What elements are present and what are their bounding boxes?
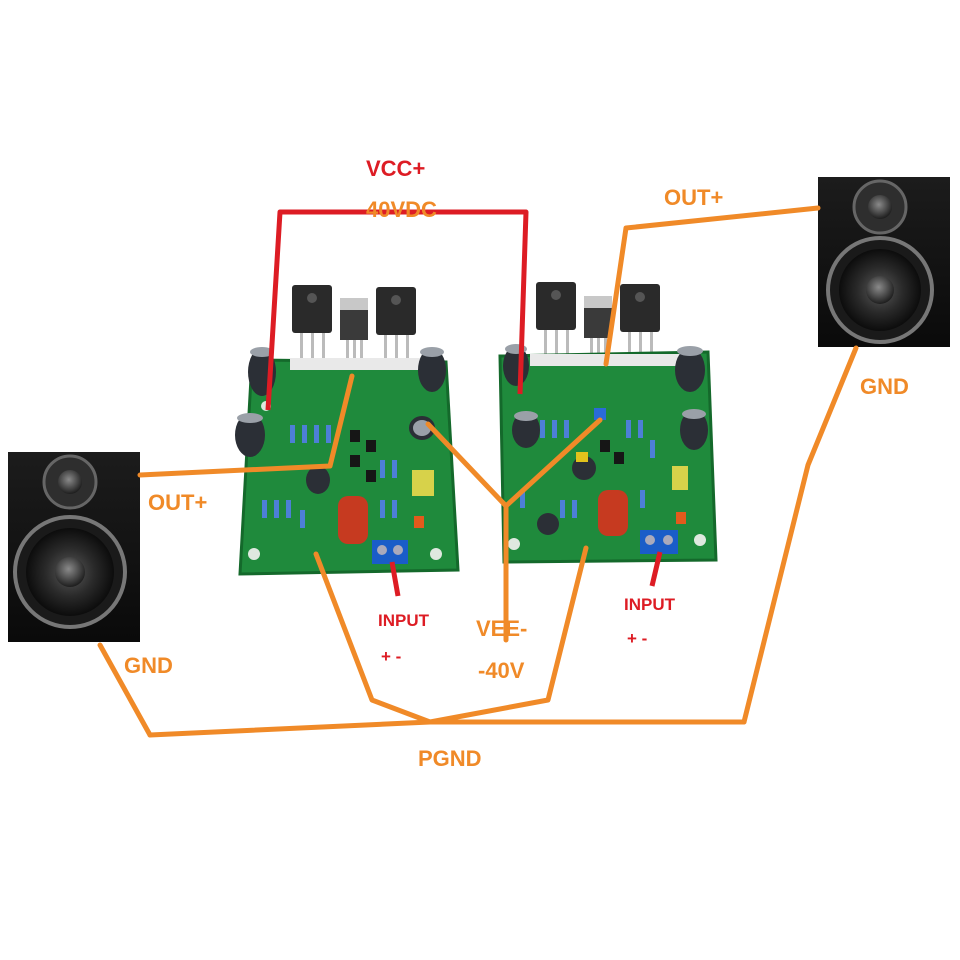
power-transistor-icon [620,284,660,360]
driver-transistor-icon [584,296,612,360]
input-terminal-icon [640,530,678,554]
pgnd-label: PGND [418,746,482,771]
speaker-left [8,452,140,642]
power-transistor-icon [536,282,576,358]
woofer-icon [826,236,934,344]
tweeter-icon [852,179,908,235]
input-right-polarity: + - [627,629,648,648]
out-right-label: OUT+ [664,185,724,210]
speaker-right [818,177,950,347]
electrolytic-capacitor-icon [306,466,330,494]
amplifier-board-left [235,285,460,576]
vee-label: VEE- [476,616,528,641]
out-left-wire [137,373,355,478]
electrolytic-capacitor-icon [537,513,559,535]
gnd-right-label: GND [860,374,909,399]
film-capacitor-icon [338,496,368,544]
board-left-gnd-wire [313,551,433,725]
pgnd-wire [147,719,747,738]
electrolytic-capacitor-icon [675,346,705,392]
power-transistor-icon [292,285,332,363]
electrolytic-capacitor-icon [503,344,529,386]
input-terminal-icon [372,540,408,564]
electrolytic-capacitor-icon [680,409,708,450]
input-left-polarity: + - [381,647,402,666]
vee-voltage-label: -40V [478,658,525,683]
vcc-wire [265,209,529,411]
tweeter-icon [42,454,98,510]
board-right-gnd-wire [427,545,589,725]
woofer-icon [13,515,127,629]
electrolytic-capacitor-icon [418,347,446,392]
input-right-label: INPUT [624,595,675,614]
electrolytic-capacitor-icon [235,413,265,457]
input-right-wire [649,551,663,587]
input-left-label: INPUT [378,611,429,630]
gnd-left-label: GND [124,653,173,678]
power-transistor-icon [376,287,416,363]
gnd-left-wire [97,642,153,738]
vcc-label: VCC+ [366,156,426,181]
input-left-wire [389,561,401,597]
vcc-voltage-label: 40VDC [366,197,437,222]
amplifier-board-right [498,282,718,564]
electrolytic-capacitor-icon [512,411,540,448]
out-left-label: OUT+ [148,490,208,515]
out-right-wire [603,205,821,367]
driver-transistor-icon [340,298,368,362]
gnd-right-wire [741,345,859,725]
film-capacitor-icon [598,490,628,536]
